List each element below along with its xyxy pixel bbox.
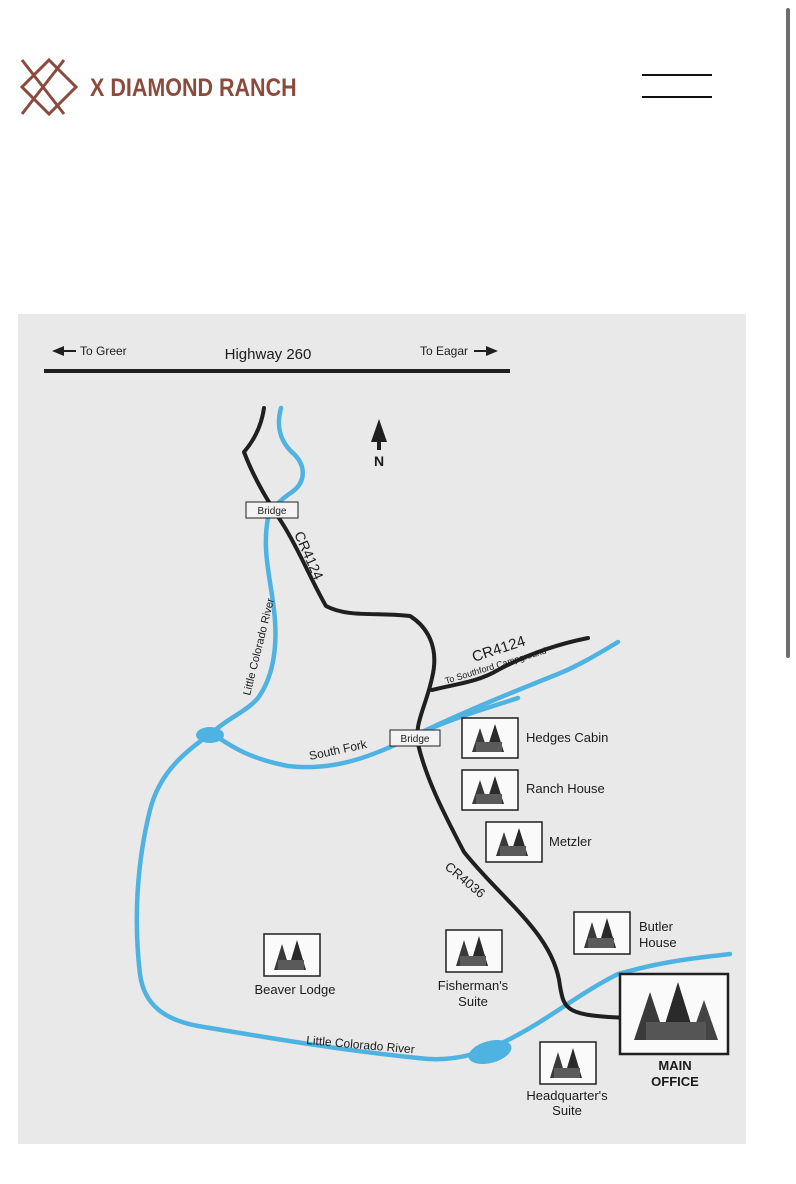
beaver-lodge-label: Beaver Lodge — [255, 982, 336, 997]
to-eagar-label: To Eagar — [420, 344, 468, 358]
metzler-icon — [485, 821, 543, 863]
right-arrow-icon — [474, 346, 498, 356]
hamburger-menu-icon — [642, 74, 712, 76]
main-office-icon — [618, 972, 730, 1056]
site-header: X DIAMOND RANCH — [0, 0, 796, 150]
house-label: House — [639, 935, 677, 950]
bridge-middle-label: Bridge — [401, 734, 430, 745]
bridge-top-label: Bridge — [258, 506, 287, 517]
hamburger-menu-icon — [642, 96, 712, 98]
fishermans-suite-label: Suite — [458, 994, 488, 1009]
fishermans-suite-icon — [445, 929, 503, 973]
upper-creek-path — [415, 639, 621, 737]
brand-name[interactable]: X DIAMOND RANCH — [90, 74, 297, 102]
bridge-middle — [389, 729, 441, 747]
north-arrow-icon — [371, 419, 387, 450]
ranch-map: To Greer Highway 260 To Eagar N Bri — [18, 314, 746, 1144]
pond-south — [468, 1039, 512, 1065]
headquarters-suite-icon — [539, 1041, 597, 1085]
to-greer-label: To Greer — [80, 344, 127, 358]
butler-house-icon — [573, 911, 631, 955]
ranch-map-graphic: To Greer Highway 260 To Eagar N Bri — [44, 344, 733, 1118]
main-office-label-2: OFFICE — [651, 1074, 699, 1089]
ranch-house-label: Ranch House — [526, 781, 605, 796]
cr4124-spur-road — [430, 636, 590, 692]
pond-west — [196, 727, 224, 743]
beaver-lodge-icon — [263, 933, 321, 977]
left-arrow-icon — [52, 346, 76, 356]
x-diamond-logo-icon — [20, 58, 78, 116]
hedges-cabin-label: Hedges Cabin — [526, 730, 608, 745]
little-colorado-river-label-vertical: Little Colorado River — [241, 597, 277, 697]
cr4124-road — [242, 406, 632, 1020]
cabin-icons — [263, 717, 730, 1085]
north-label: N — [374, 453, 384, 469]
main-office-label-1: MAIN — [658, 1058, 691, 1073]
hedges-cabin-icon — [461, 717, 519, 759]
scrollbar[interactable] — [786, 8, 790, 658]
south-fork-river-path — [210, 695, 521, 770]
metzler-label: Metzler — [549, 834, 592, 849]
logo-link[interactable] — [20, 58, 78, 116]
headquarters-label: Headquarter's — [526, 1088, 608, 1103]
butler-label: Butler — [639, 919, 674, 934]
highway-label: Highway 260 — [225, 346, 312, 363]
ranch-house-icon — [461, 769, 519, 811]
headquarters-suite-label: Suite — [552, 1103, 582, 1118]
cr4124-label-a: CR4124 — [291, 529, 327, 583]
cr4036-label: CR4036 — [442, 859, 488, 901]
fishermans-label: Fisherman's — [438, 978, 509, 993]
bridge-top — [245, 501, 299, 519]
little-colorado-river-path — [134, 515, 733, 1062]
hamburger-menu-button[interactable] — [638, 70, 716, 104]
